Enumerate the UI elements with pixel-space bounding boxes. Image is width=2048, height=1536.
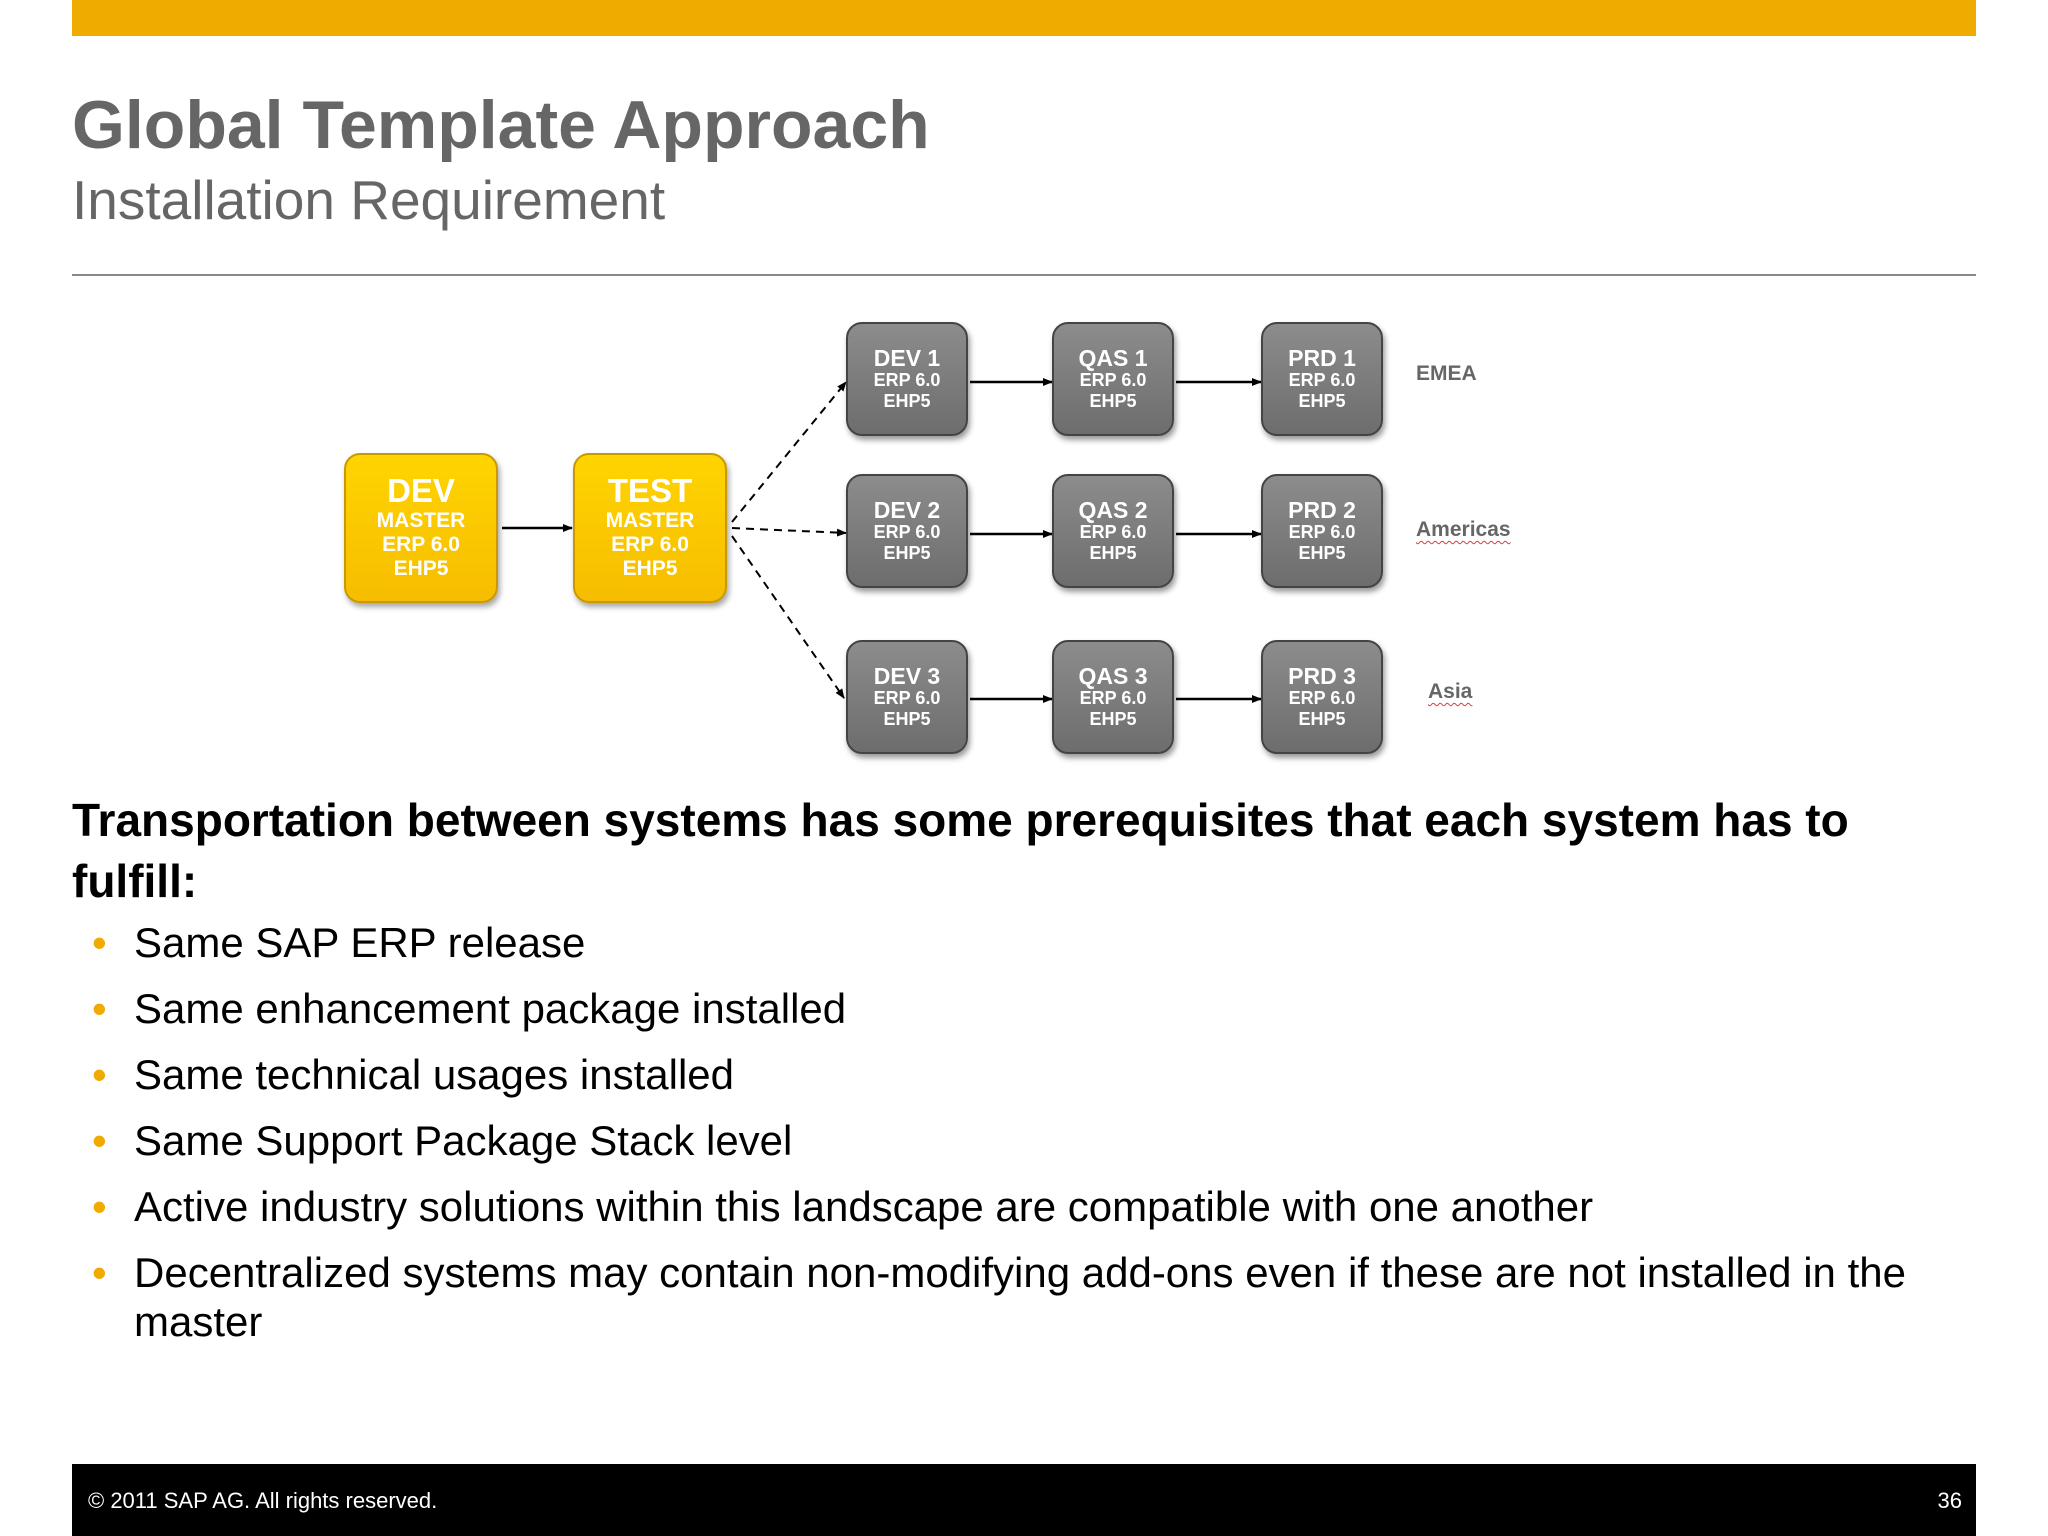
- dashed-arrow-to-dev-3: [731, 535, 845, 699]
- bullet-icon: •: [92, 1183, 107, 1230]
- bullet-icon: •: [92, 919, 107, 966]
- node-line: EHP5: [1089, 709, 1137, 730]
- node-line: EHP5: [1089, 543, 1137, 564]
- node-line: EHP5: [1089, 391, 1137, 412]
- system-landscape-diagram: DEV MASTER ERP 6.0 EHP5 TEST MASTER ERP …: [330, 310, 1580, 770]
- dev-1-system: DEV 1 ERP 6.0 EHP5: [846, 322, 968, 436]
- qas-3-system: QAS 3 ERP 6.0 EHP5: [1052, 640, 1174, 754]
- node-line: ERP 6.0: [1288, 688, 1356, 709]
- list-item-text: Decentralized systems may contain non-mo…: [134, 1249, 1906, 1345]
- dev-2-system: DEV 2 ERP 6.0 EHP5: [846, 474, 968, 588]
- dashed-arrow-to-dev-1: [731, 381, 847, 523]
- node-line: ERP 6.0: [1079, 522, 1147, 543]
- node-line: MASTER: [376, 509, 466, 533]
- list-item-text: Same technical usages installed: [134, 1051, 735, 1098]
- dev-3-system: DEV 3 ERP 6.0 EHP5: [846, 640, 968, 754]
- node-line: ERP 6.0: [382, 533, 460, 557]
- list-item-text: Active industry solutions within this la…: [134, 1183, 1594, 1230]
- test-master-system: TEST MASTER ERP 6.0 EHP5: [573, 453, 727, 603]
- node-line: EHP5: [622, 557, 678, 581]
- node-line: ERP 6.0: [1288, 370, 1356, 391]
- node-head: QAS 3: [1078, 663, 1148, 690]
- list-item: • Active industry solutions within this l…: [72, 1182, 1952, 1231]
- node-head: PRD 2: [1288, 497, 1356, 524]
- list-item: • Same technical usages installed: [72, 1050, 1952, 1099]
- node-line: ERP 6.0: [873, 522, 941, 543]
- qas-2-system: QAS 2 ERP 6.0 EHP5: [1052, 474, 1174, 588]
- node-line: EHP5: [393, 557, 449, 581]
- node-line: EHP5: [883, 543, 931, 564]
- copyright-notice: © 2011 SAP AG. All rights reserved.: [88, 1488, 438, 1513]
- node-line: EHP5: [883, 709, 931, 730]
- node-line: ERP 6.0: [1079, 370, 1147, 391]
- qas-1-system: QAS 1 ERP 6.0 EHP5: [1052, 322, 1174, 436]
- page-number: 36: [1937, 1488, 1962, 1513]
- bullet-icon: •: [92, 1051, 107, 1098]
- slide-title: Global Template Approach: [72, 87, 930, 163]
- title-divider: [72, 274, 1976, 276]
- list-item: • Same SAP ERP release: [72, 918, 1952, 967]
- node-head: PRD 3: [1288, 663, 1356, 690]
- node-line: EHP5: [883, 391, 931, 412]
- node-head: DEV 3: [873, 663, 941, 690]
- slide-footer: © 2011 SAP AG. All rights reserved. 36: [72, 1464, 1976, 1536]
- node-head: DEV 2: [873, 497, 941, 524]
- prerequisites-intro: Transportation between systems has some …: [72, 794, 1849, 907]
- list-item: • Decentralized systems may contain non-m…: [72, 1248, 1952, 1346]
- node-head: DEV: [387, 472, 455, 510]
- node-line: EHP5: [1298, 709, 1346, 730]
- diagram-connectors: [502, 378, 1262, 703]
- node-line: ERP 6.0: [1079, 688, 1147, 709]
- node-head: QAS 1: [1078, 345, 1148, 372]
- dashed-arrow-to-dev-2: [731, 527, 847, 537]
- prerequisites-list: • Same SAP ERP release • Same enhancement …: [72, 918, 1952, 1363]
- node-line: ERP 6.0: [873, 370, 941, 391]
- node-line: EHP5: [1298, 543, 1346, 564]
- prd-1-system: PRD 1 ERP 6.0 EHP5: [1261, 322, 1383, 436]
- node-line: ERP 6.0: [611, 533, 689, 557]
- node-line: EHP5: [1298, 391, 1346, 412]
- node-line: MASTER: [605, 509, 695, 533]
- bullet-icon: •: [92, 1249, 107, 1296]
- prd-3-system: PRD 3 ERP 6.0 EHP5: [1261, 640, 1383, 754]
- list-item-text: Same enhancement package installed: [134, 985, 847, 1032]
- bullet-icon: •: [92, 1117, 107, 1164]
- node-line: ERP 6.0: [873, 688, 941, 709]
- prd-2-system: PRD 2 ERP 6.0 EHP5: [1261, 474, 1383, 588]
- list-item: • Same enhancement package installed: [72, 984, 1952, 1033]
- list-item-text: Same Support Package Stack level: [134, 1117, 793, 1164]
- node-head: PRD 1: [1288, 345, 1356, 372]
- node-head: DEV 1: [873, 345, 941, 372]
- dev-master-system: DEV MASTER ERP 6.0 EHP5: [344, 453, 498, 603]
- bullet-icon: •: [92, 985, 107, 1032]
- list-item: • Same Support Package Stack level: [72, 1116, 1952, 1165]
- node-head: QAS 2: [1078, 497, 1148, 524]
- region-label-asia: Asia: [1428, 680, 1473, 703]
- region-label-emea: EMEA: [1416, 362, 1477, 385]
- node-line: ERP 6.0: [1288, 522, 1356, 543]
- top-accent-bar: [72, 0, 1976, 36]
- node-head: TEST: [607, 472, 693, 510]
- slide-subtitle: Installation Requirement: [72, 169, 666, 231]
- list-item-text: Same SAP ERP release: [134, 919, 586, 966]
- region-label-americas: Americas: [1416, 518, 1511, 541]
